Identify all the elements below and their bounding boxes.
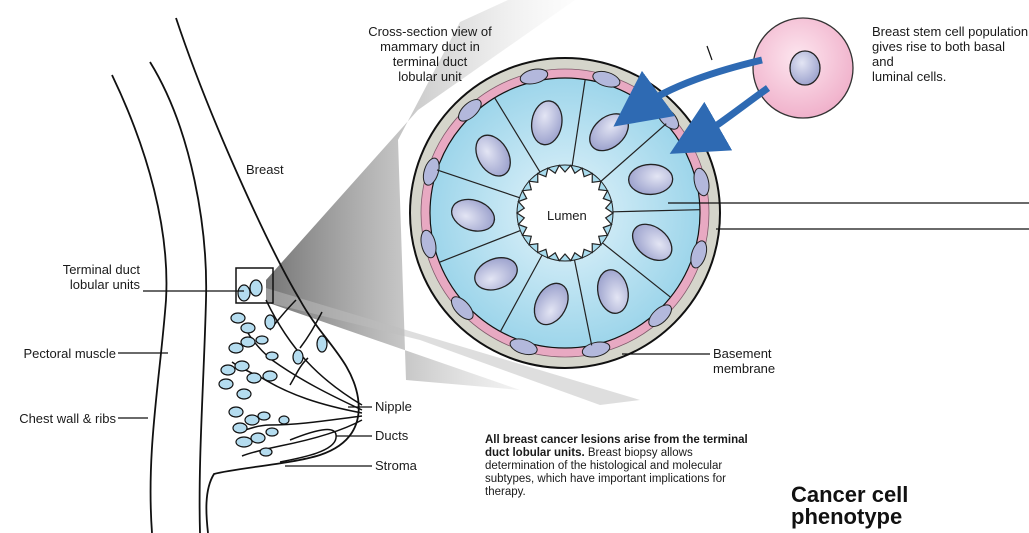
breast-label: Breast [246,162,284,177]
stem-cell-nucleus [790,51,820,85]
stem-cell-note-line: Breast stem cell population [872,24,1029,39]
basement-membrane-label: Basement membrane [713,346,803,376]
summary-text: All breast cancer lesions arise from the… [485,434,753,499]
ducts-label: Ducts [375,428,408,443]
terminal-duct-label: Terminal duct lobular units [20,262,140,292]
section-heading: Cancer cell phenotype [791,484,991,528]
chest-wall-label: Chest wall & ribs [0,411,116,426]
cross-section-title-line: mammary duct in [360,39,500,54]
terminal-duct-label-line: Terminal duct [20,262,140,277]
pectoral-muscle-label: Pectoral muscle [0,346,116,361]
chest-wall-outline [112,75,166,533]
cross-section-title-line: Cross-section view of [360,24,500,39]
lumen-label: Lumen [547,208,587,223]
stroma-label: Stroma [375,458,417,473]
stem-cell-note: Breast stem cell population gives rise t… [872,24,1029,84]
differentiation-arrow-basal [694,88,768,140]
basement-membrane-label-line: membrane [713,361,803,376]
terminal-duct-label-line: lobular units [20,277,140,292]
luminal-nucleus [628,164,673,195]
cross-section-title-line: lobular unit [360,69,500,84]
stem-cell-note-line: luminal cells. [872,69,1029,84]
cross-section-title-line: terminal duct [360,54,500,69]
nipple-label: Nipple [375,399,412,414]
basement-membrane-label-line: Basement [713,346,803,361]
stem-cell-note-line: gives rise to both basal and [872,39,1029,69]
pectoral-muscle-outline [150,62,206,533]
cross-section-title: Cross-section view of mammary duct in te… [360,24,500,84]
